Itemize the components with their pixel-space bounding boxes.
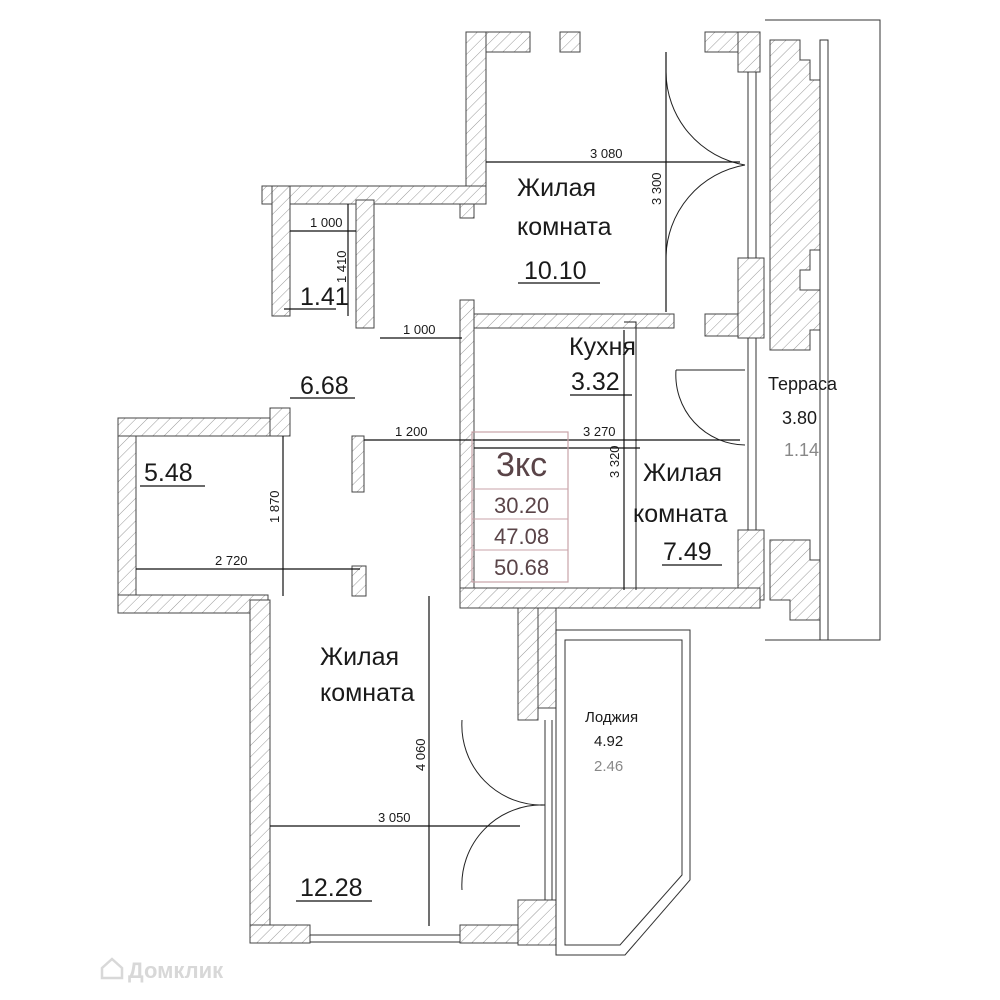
dim-bath-width: 2 720 [215, 553, 248, 568]
dim-right-room-width: 3 270 [583, 424, 616, 439]
room-living-top-name2: комната [517, 213, 612, 241]
room-living-right-name1: Жилая [643, 459, 722, 487]
dim-bath-height: 1 870 [267, 490, 282, 523]
dim-corridor-width: 1 000 [403, 322, 436, 337]
dim-bottom-room-height: 4 060 [413, 738, 428, 771]
room-hall-area: 6.68 [300, 372, 349, 400]
dimension-lines [136, 52, 740, 926]
terrace-outline [765, 19, 881, 641]
loggia-area-reduced: 2.46 [594, 758, 623, 775]
room-living-bottom-name2: комната [320, 679, 415, 707]
walls [117, 31, 765, 946]
dim-top-room-height: 3 300 [649, 172, 664, 205]
room-living-bottom-area: 12.28 [300, 874, 363, 902]
room-living-right-area: 7.49 [663, 538, 712, 566]
dim-hall-width: 1 200 [395, 424, 428, 439]
dim-bottom-room-width: 3 050 [378, 810, 411, 825]
loggia-outline [555, 629, 691, 956]
watermark-logo: Домклик [100, 957, 224, 983]
room-living-top-name1: Жилая [517, 174, 596, 202]
windows [310, 72, 757, 943]
apartment-type: 3кс [496, 446, 547, 484]
room-kitchen-area: 3.32 [571, 368, 620, 396]
room-toilet-area: 1.41 [300, 283, 349, 311]
loggia-area: 4.92 [594, 733, 623, 750]
total-area: 47.08 [494, 524, 549, 549]
room-living-bottom-name1: Жилая [320, 643, 399, 671]
room-living-top-area: 10.10 [524, 257, 587, 285]
dim-top-room-width: 3 080 [590, 146, 623, 161]
dim-toilet-width: 1 000 [310, 215, 343, 230]
room-kitchen-name: Кухня [569, 333, 636, 361]
dim-toilet-height: 1 410 [334, 250, 349, 283]
terrace-area-reduced: 1.14 [784, 440, 819, 460]
loggia-name: Лоджия [585, 709, 638, 726]
summary-box: 3кс 30.20 47.08 50.68 [471, 431, 569, 583]
room-bath-area: 5.48 [144, 459, 193, 487]
total-with-outdoor-area: 50.68 [494, 555, 549, 580]
dim-right-room-height: 3 320 [607, 445, 622, 478]
living-area: 30.20 [494, 493, 549, 518]
watermark-text: Домклик [128, 958, 224, 983]
terrace-name: Терраса [768, 374, 838, 394]
room-living-right-name2: комната [633, 500, 728, 528]
terrace-area: 3.80 [782, 408, 817, 428]
